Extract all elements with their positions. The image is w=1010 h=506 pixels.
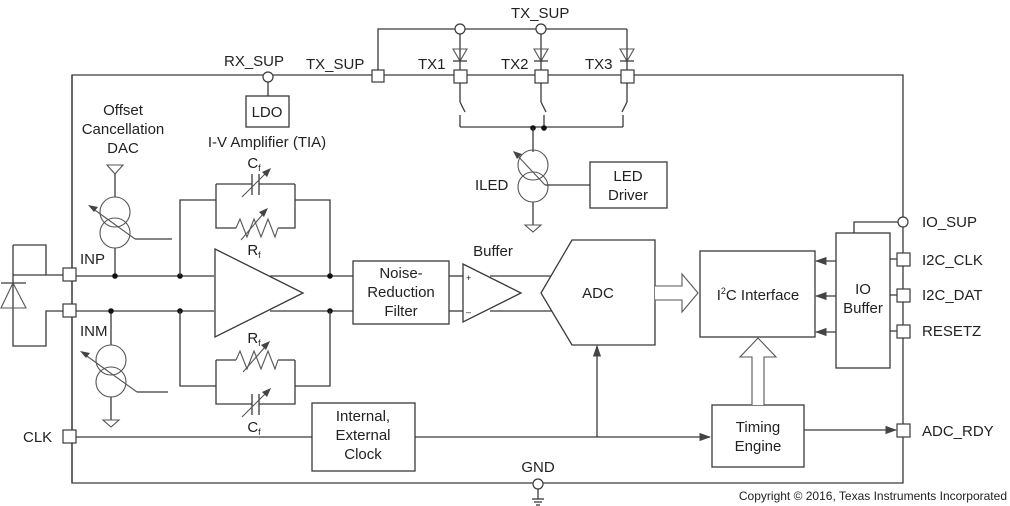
- tx3-label: TX3: [585, 56, 613, 73]
- tx2-pin: [534, 69, 549, 84]
- adc-rdy-label: ADC_RDY: [922, 423, 994, 440]
- ground-icon: [523, 224, 543, 233]
- tia-amplifier: [214, 247, 305, 339]
- resetz-label: RESETZ: [922, 323, 981, 340]
- iled-current-source: [513, 128, 549, 233]
- timing-engine-label-1: Timing: [736, 419, 780, 436]
- tx1-pin: [453, 69, 468, 84]
- rx-sup-terminal: [262, 71, 274, 83]
- tx-sup-pin: [371, 69, 385, 83]
- i2c-clk-label: I2C_CLK: [922, 252, 983, 269]
- tx1-label: TX1: [418, 56, 446, 73]
- io-buffer-block: [835, 232, 891, 369]
- io-buffer-label-1: IO: [855, 281, 871, 298]
- cf-bottom-label: Cf: [247, 419, 261, 437]
- timing-engine-label-2: Engine: [735, 438, 782, 455]
- i2c-clk-pin: [896, 252, 911, 267]
- clock-block: [311, 402, 416, 472]
- clock-section: CLK Internal, External Clock Timing Engi…: [23, 337, 994, 472]
- rf-top-label: Rf: [247, 242, 261, 260]
- gnd-terminal: [532, 478, 544, 490]
- tx2-diode: [533, 34, 549, 70]
- clk-pin: [62, 429, 77, 444]
- offset-dac-label-2: Cancellation: [82, 121, 165, 138]
- clock-label-2: External: [335, 427, 390, 444]
- tx1-diode: [452, 34, 468, 70]
- inm-label: INM: [80, 323, 108, 340]
- photodiode-icon: [0, 244, 66, 347]
- adc-label: ADC: [582, 285, 614, 302]
- tx-switches: [459, 83, 628, 131]
- buffer-minus-sign: –: [466, 307, 471, 317]
- adc-rdy-pin: [896, 423, 911, 438]
- i2c-dat-label: I2C_DAT: [922, 287, 983, 304]
- tx2-label: TX2: [501, 56, 529, 73]
- supply-section: RX_SUP LDO TX_SUP TX_SUP: [224, 5, 668, 233]
- ground-symbol-icon: [532, 498, 544, 506]
- i2c-interface-label: I2C Interface: [717, 286, 800, 304]
- buffer-plus-sign: +: [466, 273, 471, 283]
- offset-dac-label-3: DAC: [107, 140, 139, 157]
- clock-label-1: Internal,: [336, 408, 390, 425]
- clk-label: CLK: [23, 429, 52, 446]
- ldo-block: [245, 95, 290, 128]
- buffer-amplifier: [462, 262, 523, 324]
- filter-label-2: Reduction: [367, 284, 435, 301]
- tia-section: I-V Amplifier (TIA) Cf Rf Rf: [179, 134, 353, 437]
- tx-sup-left-label: TX_SUP: [306, 56, 364, 73]
- offset-dac-current-source-bottom: [80, 311, 168, 428]
- inp-label: INP: [80, 251, 105, 268]
- filter-label-3: Filter: [384, 303, 417, 320]
- interface-section: I2C Interface IO Buffer IO_SUP I2C_CLK I…: [699, 214, 983, 369]
- gnd-label: GND: [521, 459, 555, 476]
- cf-top-label: Cf: [247, 155, 261, 173]
- resetz-pin: [896, 324, 911, 339]
- led-driver-label-1: LED: [613, 168, 642, 185]
- buffer-label: Buffer: [473, 243, 513, 260]
- copyright-text: Copyright © 2016, Texas Instruments Inco…: [739, 489, 1007, 503]
- i2c-dat-pin: [896, 288, 911, 303]
- input-section: INP INM Offset Cancellation DAC: [0, 75, 214, 483]
- filter-label-1: Noise-: [379, 265, 422, 282]
- tx3-diode: [619, 48, 635, 70]
- tx-sup-top-label: TX_SUP: [511, 5, 569, 22]
- adc-to-i2c-bus-arrow: [655, 272, 699, 314]
- gnd-section: GND: [521, 459, 555, 506]
- noise-reduction-filter-block: [352, 260, 450, 325]
- io-sup-terminal: [897, 216, 909, 228]
- iled-label: ILED: [475, 177, 509, 194]
- led-driver-label-2: Driver: [608, 187, 648, 204]
- i2c-interface-block: [699, 250, 816, 338]
- offset-dac-label-1: Offset: [103, 102, 144, 119]
- led-driver-block: [589, 161, 668, 209]
- tia-title: I-V Amplifier (TIA): [208, 134, 326, 151]
- io-buffer-label-2: Buffer: [843, 300, 883, 317]
- timing-to-i2c-bus-arrow: [738, 337, 778, 405]
- offset-dac-current-source-top: [88, 164, 172, 276]
- timing-engine-block: [711, 404, 805, 468]
- inp-pin: [62, 267, 77, 282]
- inm-pin: [62, 303, 77, 318]
- ldo-label: LDO: [252, 104, 283, 121]
- tx-sup-node-2: [535, 23, 547, 35]
- tx-sup-node-1: [454, 23, 466, 35]
- tx3-pin: [620, 69, 635, 84]
- rf-bottom-label: Rf: [247, 330, 261, 348]
- signal-chain: Noise- Reduction Filter + – Buffer ADC: [352, 239, 699, 346]
- clock-label-3: Clock: [344, 446, 382, 463]
- adc-block: [540, 239, 656, 346]
- rx-sup-label: RX_SUP: [224, 53, 284, 70]
- io-sup-label: IO_SUP: [922, 214, 977, 231]
